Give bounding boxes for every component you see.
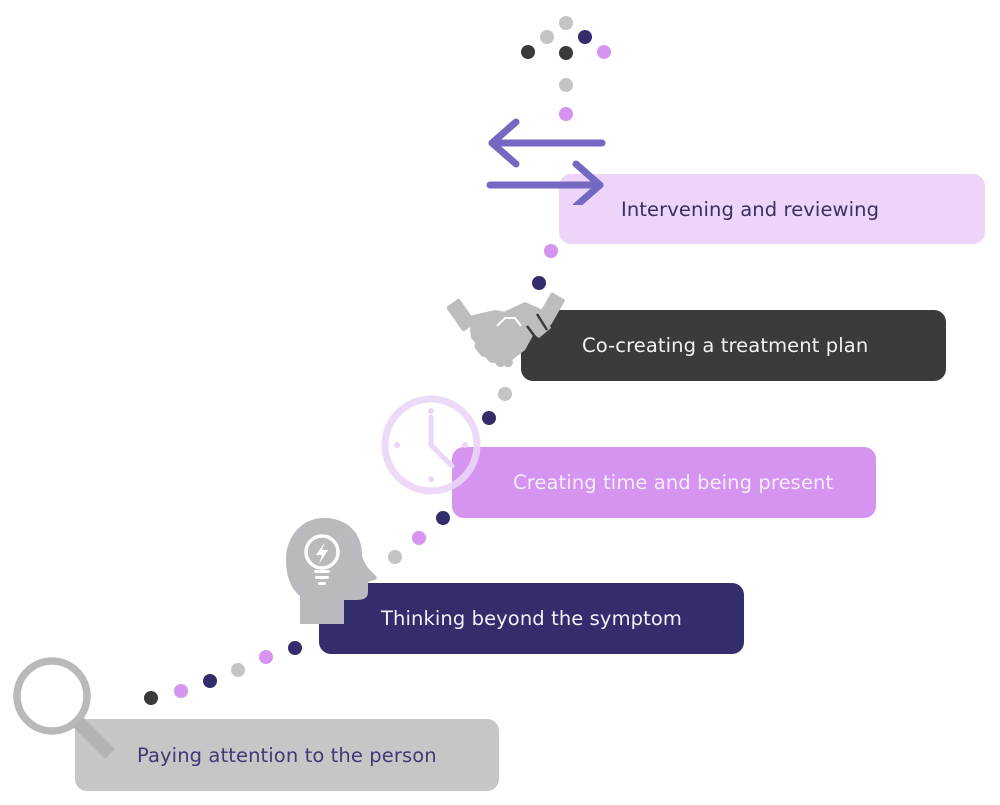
connector-dot <box>174 684 188 698</box>
connector-dot <box>578 30 592 44</box>
step-5-label: Intervening and reviewing <box>621 197 880 221</box>
connector-dot <box>498 387 512 401</box>
connector-dot <box>388 550 402 564</box>
step-2-box: Thinking beyond the symptom <box>319 583 744 654</box>
connector-dot <box>482 411 496 425</box>
step-4-box: Co-creating a treatment plan <box>521 310 946 381</box>
connector-dot <box>259 650 273 664</box>
connector-dot <box>412 531 426 545</box>
connector-dot <box>559 78 573 92</box>
connector-dot <box>144 691 158 705</box>
step-2-label: Thinking beyond the symptom <box>381 607 683 630</box>
connector-dot <box>597 45 611 59</box>
connector-dot <box>544 244 558 258</box>
connector-dot <box>559 46 573 60</box>
head-lightbulb-icon <box>286 518 377 624</box>
connector-dot <box>436 511 450 525</box>
exchange-arrows-icon <box>486 118 606 205</box>
clock-icon <box>381 395 481 495</box>
connector-dot <box>521 45 535 59</box>
connector-dot <box>288 641 302 655</box>
connector-dot <box>203 674 217 688</box>
step-4-label: Co-creating a treatment plan <box>582 334 869 357</box>
handshake-icon <box>447 292 565 368</box>
step-1-box: Paying attention to the person <box>75 719 499 791</box>
connector-dot <box>559 107 573 121</box>
connector-dot <box>540 30 554 44</box>
connector-dot <box>559 16 573 30</box>
step-3-box: Creating time and being present <box>452 447 876 518</box>
step-5-box: Intervening and reviewing <box>559 174 985 244</box>
magnifying-glass-icon <box>13 657 115 759</box>
connector-dot <box>231 663 245 677</box>
connector-dot <box>532 276 546 290</box>
step-3-label: Creating time and being present <box>513 471 834 494</box>
step-1-label: Paying attention to the person <box>137 743 437 767</box>
